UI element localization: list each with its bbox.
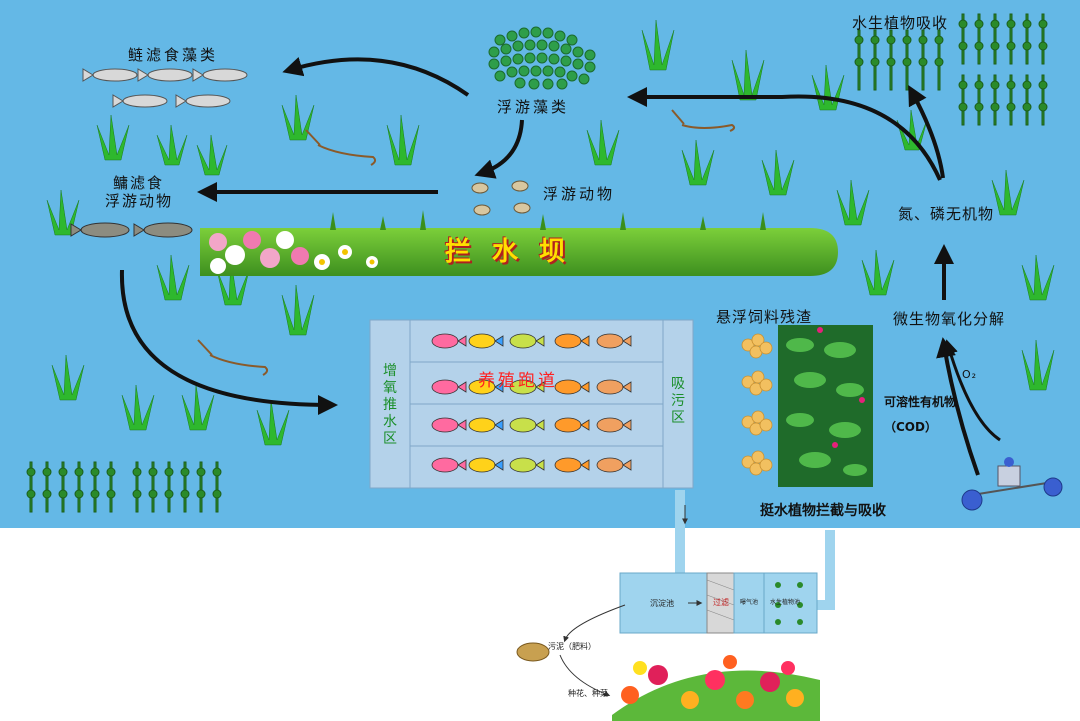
emergent-plants-panel [778,325,873,487]
label-bighead-line1: 鳙滤食 [113,174,165,192]
flow-arrows [119,56,1001,476]
label-sedimentation: 沉淀池 [650,599,674,608]
label-aquatic-plants: 水生植物吸收 [852,14,949,32]
label-raceway: 养殖跑道 [478,371,558,391]
label-filter: 过滤 [713,598,729,607]
aquatic-plants-bottomleft [26,461,222,513]
label-plant-tank: 水生植物池 [770,599,801,606]
arrow-left-to-raceway [119,269,338,415]
feed-residue-icon [741,333,773,476]
label-o2: O₂ [962,368,978,381]
arrow-cod-to-micro [936,337,980,476]
sludge-pile [516,642,550,662]
plant-grid-b [958,13,1048,126]
pipe-return [817,530,835,610]
flower-arrow [559,654,611,697]
sludge-arrow [563,604,626,643]
label-emergent-plants: 挺水植物拦截与吸收 [760,503,886,519]
bighead-carp-icon [70,222,193,238]
aerator-icon [961,457,1063,511]
label-aeration-zone: 增氧推水区 [383,363,397,447]
label-aeration-tank: 曝气池 [740,599,759,606]
grass-tufts [46,19,1055,446]
arrow-phyto-to-zoo [474,119,524,179]
dam-strip [200,210,838,276]
label-dam: 拦 水 坝 [445,237,572,267]
plant-grid-a [854,29,944,91]
label-suspended-feed: 悬浮饲料残渣 [716,308,813,326]
arrow-cod-to-micro-2 [943,339,1001,442]
label-silver-carp: 鲢滤食藻类 [128,46,219,64]
label-bighead-line2: 浮游动物 [105,192,174,210]
label-sewage-zone: 吸污区 [671,376,685,426]
filter-unit [706,572,735,634]
label-cod: （COD） [884,420,937,434]
silver-carp-icon [82,68,248,108]
label-phytoplankton: 浮游藻类 [497,98,570,116]
shrimp-icon [197,109,736,376]
raceway-fish-icon [431,333,632,473]
label-zooplankton: 浮游动物 [543,185,616,203]
label-microbial: 微生物氧化分解 [893,310,1006,328]
aeration-tank [733,572,765,634]
treatment-system [516,490,835,697]
label-flowers: 种花、种菜 [568,689,608,698]
arrow-np-to-plants [908,84,945,179]
label-soluble-organic: 可溶性有机物 [884,395,957,409]
flower-garden [612,655,820,721]
flower-patch [209,231,378,274]
phytoplankton-icon [488,26,596,90]
aquatic-plants-topright [854,13,1048,126]
arrow-phyto-to-silvercarp [282,56,470,97]
plant-tank [763,572,818,634]
zooplankton-icon [471,180,531,216]
arrow-np-to-phyto [627,87,942,181]
label-sludge: 污泥（肥料） [548,642,596,651]
label-n-p-inorganic: 氮、磷无机物 [898,205,995,223]
